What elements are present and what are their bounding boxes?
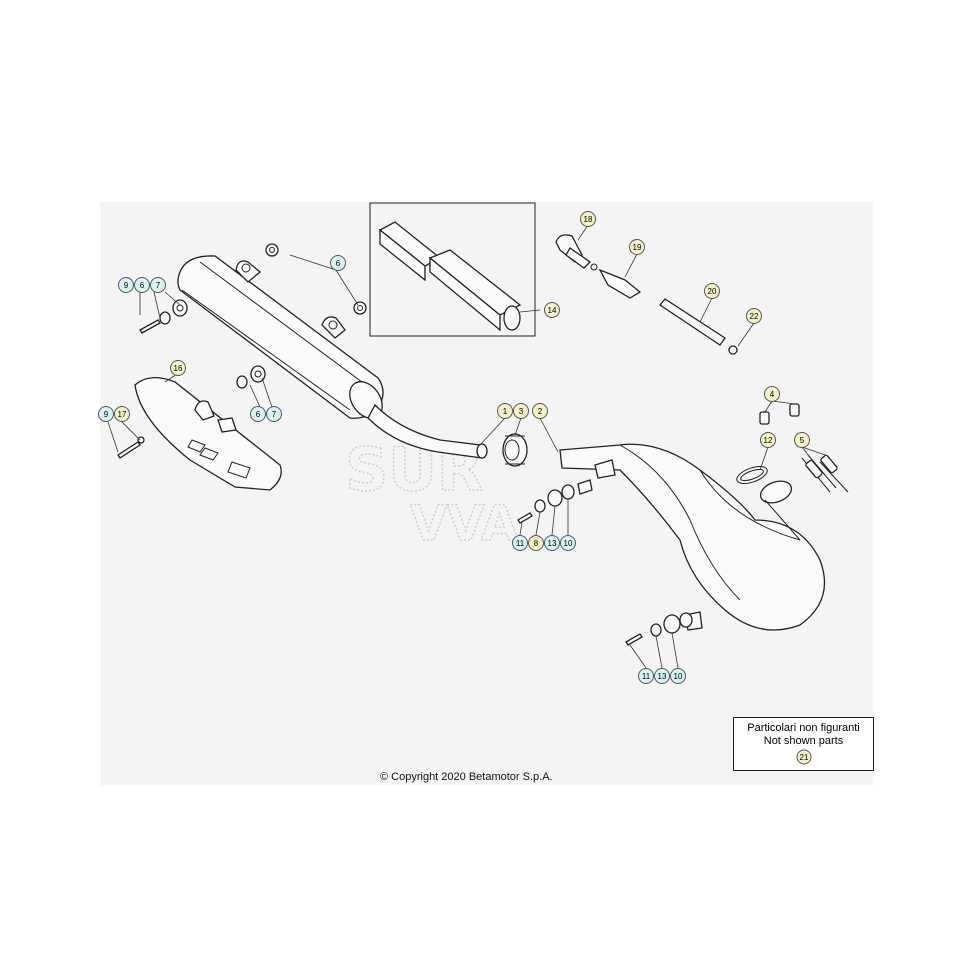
callout-11: 11 [638, 668, 654, 684]
callout-number: 18 [584, 215, 593, 224]
leader-lines [107, 224, 829, 669]
callout-circle [532, 403, 548, 419]
callout-circle [114, 406, 130, 422]
callout-circle [150, 277, 166, 293]
callout-20: 20 [704, 283, 720, 299]
callout-number: 8 [534, 539, 539, 548]
callout-number: 1 [503, 407, 508, 416]
heat-guard [117, 377, 282, 491]
callout-11: 11 [512, 535, 528, 551]
callout-circle [794, 432, 810, 448]
callout-10: 10 [560, 535, 576, 551]
legend-callout: 21 [796, 749, 811, 765]
springs-and-orings [736, 403, 849, 493]
callout-circle [134, 277, 150, 293]
callout-number: 2 [538, 407, 543, 416]
callout-number: 11 [516, 539, 525, 548]
callout-5: 5 [794, 432, 810, 448]
callout-number: 20 [708, 287, 717, 296]
expansion-chamber [559, 443, 826, 631]
callout-circle [330, 255, 346, 271]
connector-seal [502, 433, 528, 467]
callout-number: 6 [140, 281, 145, 290]
callout-number: 6 [256, 410, 261, 419]
callout-circle [764, 386, 780, 402]
silencer [177, 255, 488, 459]
callout-3: 3 [513, 403, 529, 419]
callout-number: 9 [124, 281, 129, 290]
callout-circle [670, 668, 686, 684]
callout-6: 6 [330, 255, 346, 271]
callout-12: 12 [760, 432, 776, 448]
callout-number: 17 [118, 410, 127, 419]
callout-circle [250, 406, 266, 422]
callout-number: 11 [642, 672, 651, 681]
callout-18: 18 [580, 211, 596, 227]
callout-22: 22 [746, 308, 762, 324]
callout-circle [98, 406, 114, 422]
callout-number: 10 [674, 672, 683, 681]
callout-circle [170, 360, 186, 376]
callout-circle [560, 535, 576, 551]
legend-callout-number: 21 [799, 753, 808, 762]
callout-4: 4 [764, 386, 780, 402]
callout-circle [512, 535, 528, 551]
callout-number: 6 [336, 259, 341, 268]
callout-14: 14 [544, 302, 560, 318]
legend-line-italian: Particolari non figuranti [747, 722, 860, 734]
callout-7: 7 [150, 277, 166, 293]
callout-number: 16 [174, 364, 183, 373]
callout-circle [746, 308, 762, 324]
callout-circle [528, 535, 544, 551]
not-shown-parts-legend: Particolari non figuranti Not shown part… [733, 717, 874, 771]
callout-number: 7 [156, 281, 161, 290]
callout-number: 13 [548, 539, 557, 548]
callout-16: 16 [170, 360, 186, 376]
callout-number: 10 [564, 539, 573, 548]
callout-9: 9 [118, 277, 134, 293]
legend-line-english: Not shown parts [763, 735, 844, 747]
watermark-lower: VVA [410, 496, 518, 552]
callout-number: 7 [272, 410, 277, 419]
callout-10: 10 [670, 668, 686, 684]
callout-circle [544, 535, 560, 551]
callout-circle [629, 239, 645, 255]
callout-number: 4 [770, 390, 775, 399]
callout-number: 19 [633, 243, 642, 252]
callout-circle [266, 406, 282, 422]
callout-number: 3 [519, 407, 524, 416]
callout-number: 22 [750, 312, 759, 321]
callout-circle [704, 283, 720, 299]
callout-13: 13 [654, 668, 670, 684]
callout-17: 17 [114, 406, 130, 422]
callout-6: 6 [134, 277, 150, 293]
callout-number: 13 [658, 672, 667, 681]
copyright-notice: © Copyright 2020 Betamotor S.p.A. [380, 771, 553, 783]
callout-19: 19 [629, 239, 645, 255]
callout-9: 9 [98, 406, 114, 422]
callout-2: 2 [532, 403, 548, 419]
callout-number: 14 [548, 306, 557, 315]
callout-circle [638, 668, 654, 684]
callout-6: 6 [250, 406, 266, 422]
breather-hose-set [555, 234, 738, 355]
callout-13: 13 [544, 535, 560, 551]
callout-circle [580, 211, 596, 227]
callout-1: 1 [497, 403, 513, 419]
callout-circle [118, 277, 134, 293]
callout-7: 7 [266, 406, 282, 422]
callout-circle [544, 302, 560, 318]
callout-circle [497, 403, 513, 419]
callout-number: 5 [800, 436, 805, 445]
silencer-packing [369, 202, 536, 337]
callout-8: 8 [528, 535, 544, 551]
callout-number: 9 [104, 410, 109, 419]
callout-number: 12 [764, 436, 773, 445]
callout-circle [654, 668, 670, 684]
callout-circle [760, 432, 776, 448]
callout-circle [513, 403, 529, 419]
